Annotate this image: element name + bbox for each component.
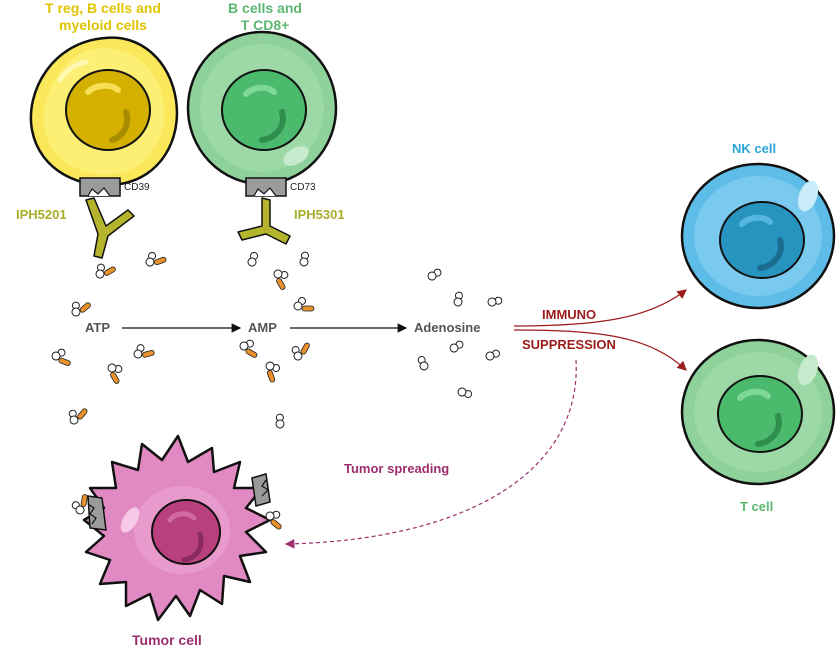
immuno-label: IMMUNO	[542, 307, 597, 322]
nk-cell	[680, 162, 836, 310]
green-immune-cell	[186, 30, 338, 186]
suppression-arrow-t	[513, 329, 687, 371]
tumor-receptor-right	[251, 473, 271, 507]
molecule	[107, 363, 123, 384]
iph5301-antibody	[237, 197, 291, 245]
molecule	[71, 301, 91, 317]
green-cell-label: B cells and T CD8+	[200, 0, 330, 34]
molecule	[68, 408, 88, 425]
green-cell-label-line1: B cells and	[228, 0, 302, 16]
molecule	[299, 251, 309, 267]
molecule	[145, 251, 167, 267]
tumor-spreading-label: Tumor spreading	[344, 461, 450, 476]
molecule	[51, 348, 71, 366]
yellow-immune-cell	[29, 36, 179, 187]
molecule-scatter	[51, 251, 503, 530]
molecule	[275, 413, 285, 429]
iph5201-label: IPH5201	[16, 207, 67, 222]
molecule	[265, 510, 282, 530]
suppression-label: SUPPRESSION	[522, 337, 616, 352]
tumor-receptor-left	[87, 495, 107, 531]
molecule	[453, 291, 463, 307]
molecule	[273, 269, 289, 290]
yellow-cell-label-line2: myeloid cells	[59, 17, 147, 33]
cd73-label: CD73	[290, 182, 316, 193]
cd39-receptor	[79, 177, 121, 197]
molecule	[247, 251, 259, 267]
atp-label: ATP	[85, 320, 111, 335]
t-cell	[680, 338, 836, 486]
molecule	[239, 339, 258, 358]
suppression-arrow-nk	[513, 289, 687, 327]
molecule	[133, 344, 155, 359]
cd73-receptor	[245, 177, 287, 197]
molecule	[95, 263, 116, 279]
molecule	[449, 340, 464, 353]
nk-cell-label: NK cell	[732, 141, 777, 156]
molecule	[417, 356, 429, 371]
amp-label: AMP	[248, 320, 277, 335]
tumor-spreading-arrow	[284, 359, 577, 549]
t-cell-label: T cell	[740, 499, 774, 514]
yellow-cell-label-line1: T reg, B cells and	[45, 0, 161, 16]
green-cell-label-line2: T CD8+	[240, 17, 290, 33]
molecule	[71, 494, 88, 515]
molecule	[265, 361, 281, 383]
molecule	[487, 296, 503, 307]
tumor-cell	[82, 434, 272, 622]
molecule	[427, 268, 442, 281]
iph5201-antibody	[85, 197, 135, 259]
molecule	[293, 297, 315, 312]
yellow-cell-label: T reg, B cells and myeloid cells	[10, 0, 196, 34]
molecule	[457, 387, 473, 399]
tumor-cell-label: Tumor cell	[132, 632, 202, 648]
cd39-label: CD39	[124, 182, 150, 193]
molecule	[485, 349, 500, 361]
adenosine-label: Adenosine	[414, 320, 481, 335]
molecule	[291, 342, 310, 361]
iph5301-label: IPH5301	[294, 207, 345, 222]
